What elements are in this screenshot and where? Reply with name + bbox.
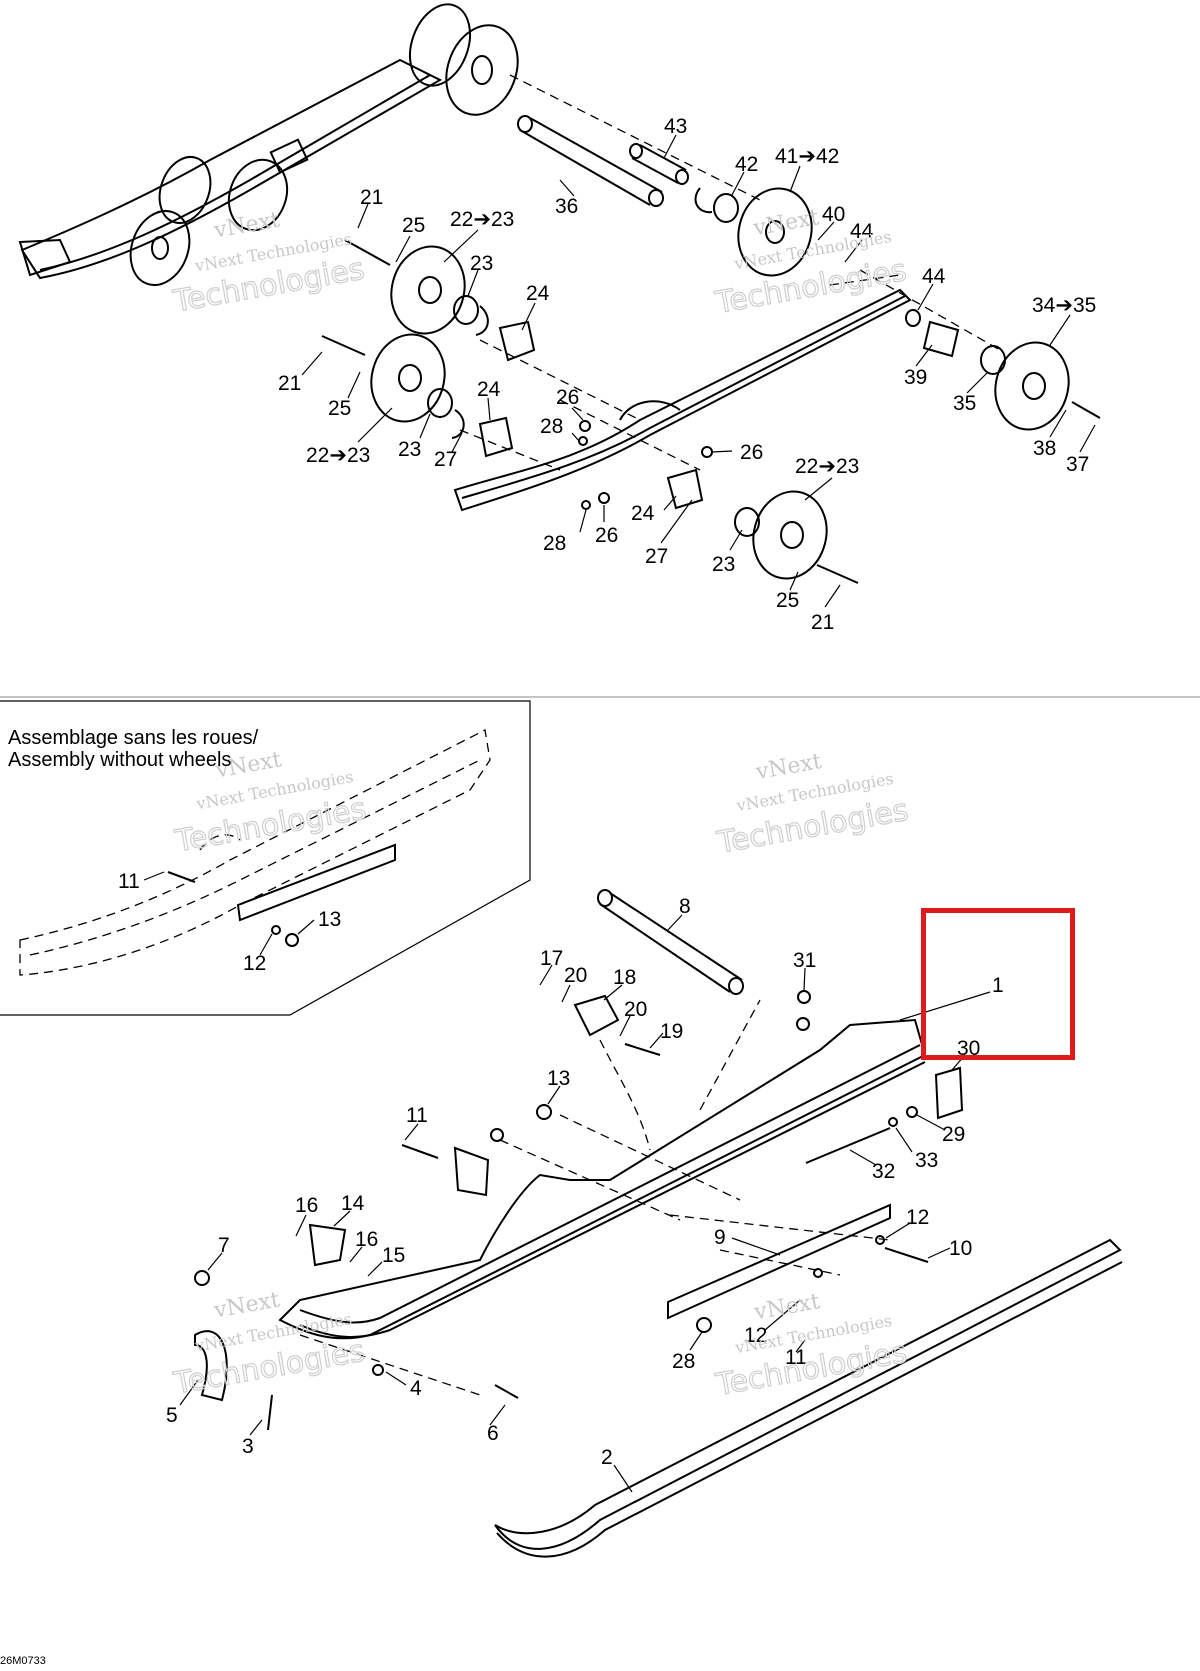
callout-1: 1 (992, 974, 1004, 997)
callout-24: 24 (477, 378, 501, 401)
callout-12: 12 (744, 1324, 767, 1347)
inset-title-fr: Assemblage sans les roues/ (8, 727, 259, 749)
highlight-box (921, 908, 1075, 1060)
callout-23: 23 (398, 438, 421, 461)
callout-6: 6 (487, 1422, 499, 1445)
callout-13: 13 (318, 908, 341, 931)
callout-25: 25 (328, 397, 351, 420)
callout-23: 23 (712, 553, 735, 576)
callout-27: 27 (645, 545, 668, 568)
callout-29: 29 (942, 1123, 965, 1146)
bottom-callouts: 8 17 20 18 20 19 31 1 30 13 11 29 33 32 … (166, 895, 1004, 1469)
callout-26: 26 (556, 386, 579, 409)
callout-39: 39 (904, 366, 927, 389)
callout-14: 14 (341, 1192, 365, 1215)
inset-title-en: Assembly without wheels (8, 749, 232, 771)
callout-31: 31 (793, 949, 816, 972)
callout-12: 12 (243, 952, 266, 975)
callout-41-42: 41➔42 (775, 145, 839, 168)
callout-3: 3 (242, 1435, 254, 1458)
bare-rail-exploded-illustration (194, 889, 1123, 1558)
callout-11: 11 (785, 1346, 807, 1369)
callout-10: 10 (949, 1237, 972, 1260)
callout-24: 24 (631, 502, 655, 525)
callout-25: 25 (402, 214, 425, 237)
callout-4: 4 (410, 1377, 422, 1400)
callout-35: 35 (953, 392, 976, 415)
callout-22-23: 22➔23 (795, 455, 859, 478)
callout-15: 15 (382, 1244, 405, 1267)
svg-text:vNext: vNext (211, 207, 281, 243)
callout-40: 40 (822, 203, 845, 226)
callout-8: 8 (679, 895, 691, 918)
callout-26: 26 (740, 441, 763, 464)
callout-21: 21 (811, 611, 834, 634)
callout-22-23: 22➔23 (306, 444, 370, 467)
callout-20: 20 (624, 998, 647, 1021)
callout-22-23: 22➔23 (450, 208, 514, 231)
callout-26: 26 (595, 524, 618, 547)
callout-24: 24 (526, 282, 550, 305)
callout-19: 19 (660, 1020, 683, 1043)
callout-13: 13 (547, 1067, 570, 1090)
callout-2: 2 (601, 1446, 613, 1469)
callout-16: 16 (295, 1194, 318, 1217)
callout-17: 17 (540, 947, 563, 970)
callout-44: 44 (850, 220, 874, 243)
callout-5: 5 (166, 1404, 178, 1427)
svg-text:vNext: vNext (211, 1287, 281, 1323)
watermark-group-4: vNext vNext Technologies Technologies (713, 749, 911, 862)
callout-36: 36 (555, 195, 578, 218)
callout-25: 25 (776, 589, 799, 612)
callout-18: 18 (613, 966, 636, 989)
callout-21: 21 (360, 186, 383, 209)
callout-11: 11 (406, 1104, 428, 1127)
callout-16: 16 (355, 1228, 378, 1251)
inset-title: Assemblage sans les roues/ Assembly with… (8, 727, 258, 771)
callout-9: 9 (714, 1226, 726, 1249)
callout-23: 23 (470, 252, 493, 275)
callout-21: 21 (278, 372, 301, 395)
callout-7: 7 (218, 1234, 230, 1257)
callout-34-35: 34➔35 (1032, 294, 1096, 317)
inset-callouts: 11 13 12 (118, 870, 341, 975)
callout-28: 28 (540, 415, 563, 438)
callout-32: 32 (872, 1160, 895, 1183)
watermark-group-1: vNext vNext Technologies Technologies (170, 207, 368, 320)
callout-44: 44 (922, 265, 946, 288)
callout-12: 12 (906, 1206, 929, 1229)
watermark-group-5: vNext vNext Technologies Technologies (170, 1287, 368, 1402)
callout-11: 11 (118, 870, 140, 893)
callout-20: 20 (564, 964, 587, 987)
exploded-wheel-parts (321, 74, 1101, 584)
inset-frame (0, 700, 531, 1016)
document-code: 26M0733 (0, 1655, 46, 1667)
callout-38: 38 (1033, 437, 1056, 460)
callout-43: 43 (664, 115, 687, 138)
callout-27: 27 (434, 448, 457, 471)
svg-text:vNext: vNext (753, 749, 823, 785)
inset-rail-illustration (19, 729, 491, 976)
callout-28: 28 (672, 1350, 695, 1373)
bottom-leader-lines (179, 914, 991, 1493)
callout-37: 37 (1066, 453, 1089, 476)
top-callouts: 43 42 41➔42 40 44 36 21 25 22➔23 23 24 2… (278, 115, 1096, 634)
inset-leader-lines (143, 871, 315, 956)
callout-30: 30 (957, 1037, 980, 1060)
callout-33: 33 (915, 1149, 938, 1172)
callout-42: 42 (735, 153, 758, 176)
svg-text:vNext: vNext (751, 1289, 821, 1325)
watermark-group-6: vNext vNext Technologies Technologies (712, 1289, 910, 1403)
top-leader-lines (301, 134, 1096, 608)
callout-28: 28 (543, 532, 566, 555)
complete-rail-assembly-illustration (18, 3, 519, 286)
